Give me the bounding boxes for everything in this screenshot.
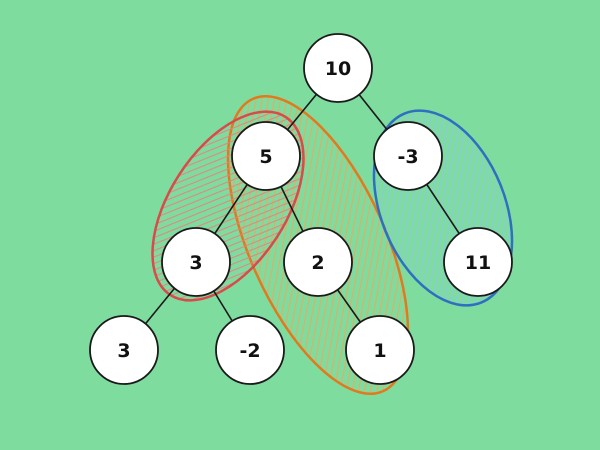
node-circle bbox=[443, 227, 513, 297]
node-label: 10 bbox=[325, 58, 351, 80]
node-label: -3 bbox=[397, 146, 418, 168]
node-circle bbox=[89, 315, 159, 385]
tree-node-n3a: 3 bbox=[161, 227, 231, 297]
node-label: 3 bbox=[117, 340, 130, 362]
tree-node-n3b: 3 bbox=[89, 315, 159, 385]
node-label: 3 bbox=[189, 252, 202, 274]
node-circle bbox=[161, 227, 231, 297]
node-label: 1 bbox=[373, 340, 386, 362]
tree-node-n10: 10 bbox=[303, 33, 373, 103]
tree-node-n1: 1 bbox=[345, 315, 415, 385]
tree-nodes: 10 5 -3 3 2 11 3 -2 1 bbox=[89, 33, 513, 385]
node-circle bbox=[231, 121, 301, 191]
tree-node-nm2: -2 bbox=[215, 315, 285, 385]
node-circle bbox=[215, 315, 285, 385]
node-circle bbox=[373, 121, 443, 191]
node-circle bbox=[303, 33, 373, 103]
node-circle bbox=[283, 227, 353, 297]
node-circle bbox=[345, 315, 415, 385]
node-label: 11 bbox=[465, 252, 491, 274]
node-label: 2 bbox=[311, 252, 324, 274]
tree-node-nm3: -3 bbox=[373, 121, 443, 191]
tree-node-n5: 5 bbox=[231, 121, 301, 191]
node-label: 5 bbox=[259, 146, 272, 168]
tree-node-n2: 2 bbox=[283, 227, 353, 297]
tree-node-n11: 11 bbox=[443, 227, 513, 297]
node-label: -2 bbox=[239, 340, 260, 362]
